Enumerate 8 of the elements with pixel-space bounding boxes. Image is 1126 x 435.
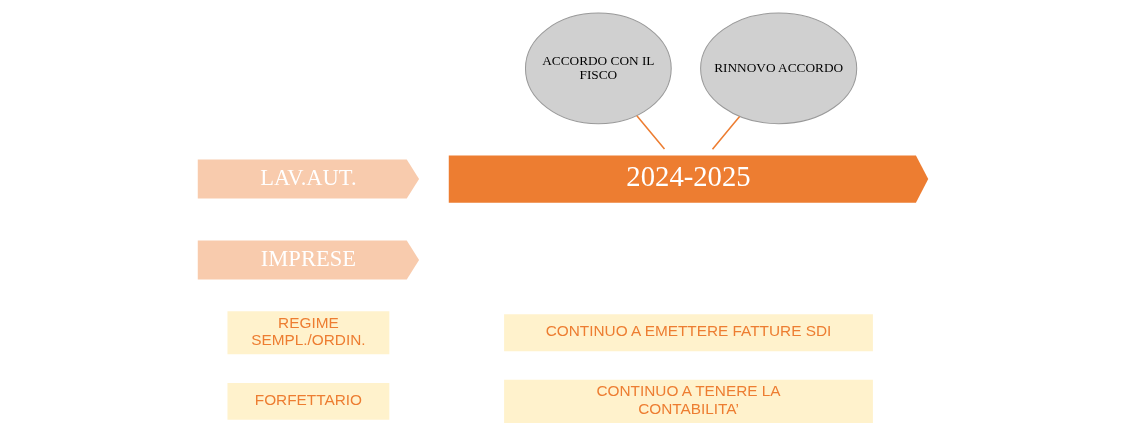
node-box: FORFETTARIO bbox=[227, 382, 390, 420]
node-box: CONTINUO A TENERE LA CONTABILITA’ bbox=[504, 379, 873, 423]
node-box: CONTINUO A EMETTERE FATTURE SDI bbox=[504, 313, 873, 351]
node-ellipse: RINNOVO ACCORDO bbox=[700, 12, 858, 124]
connector bbox=[636, 114, 666, 150]
node-box: REGIME SEMPL./ORDIN. bbox=[227, 310, 390, 354]
node-ellipse: ACCORDO CON IL FISCO bbox=[524, 12, 672, 124]
connector bbox=[711, 115, 741, 150]
